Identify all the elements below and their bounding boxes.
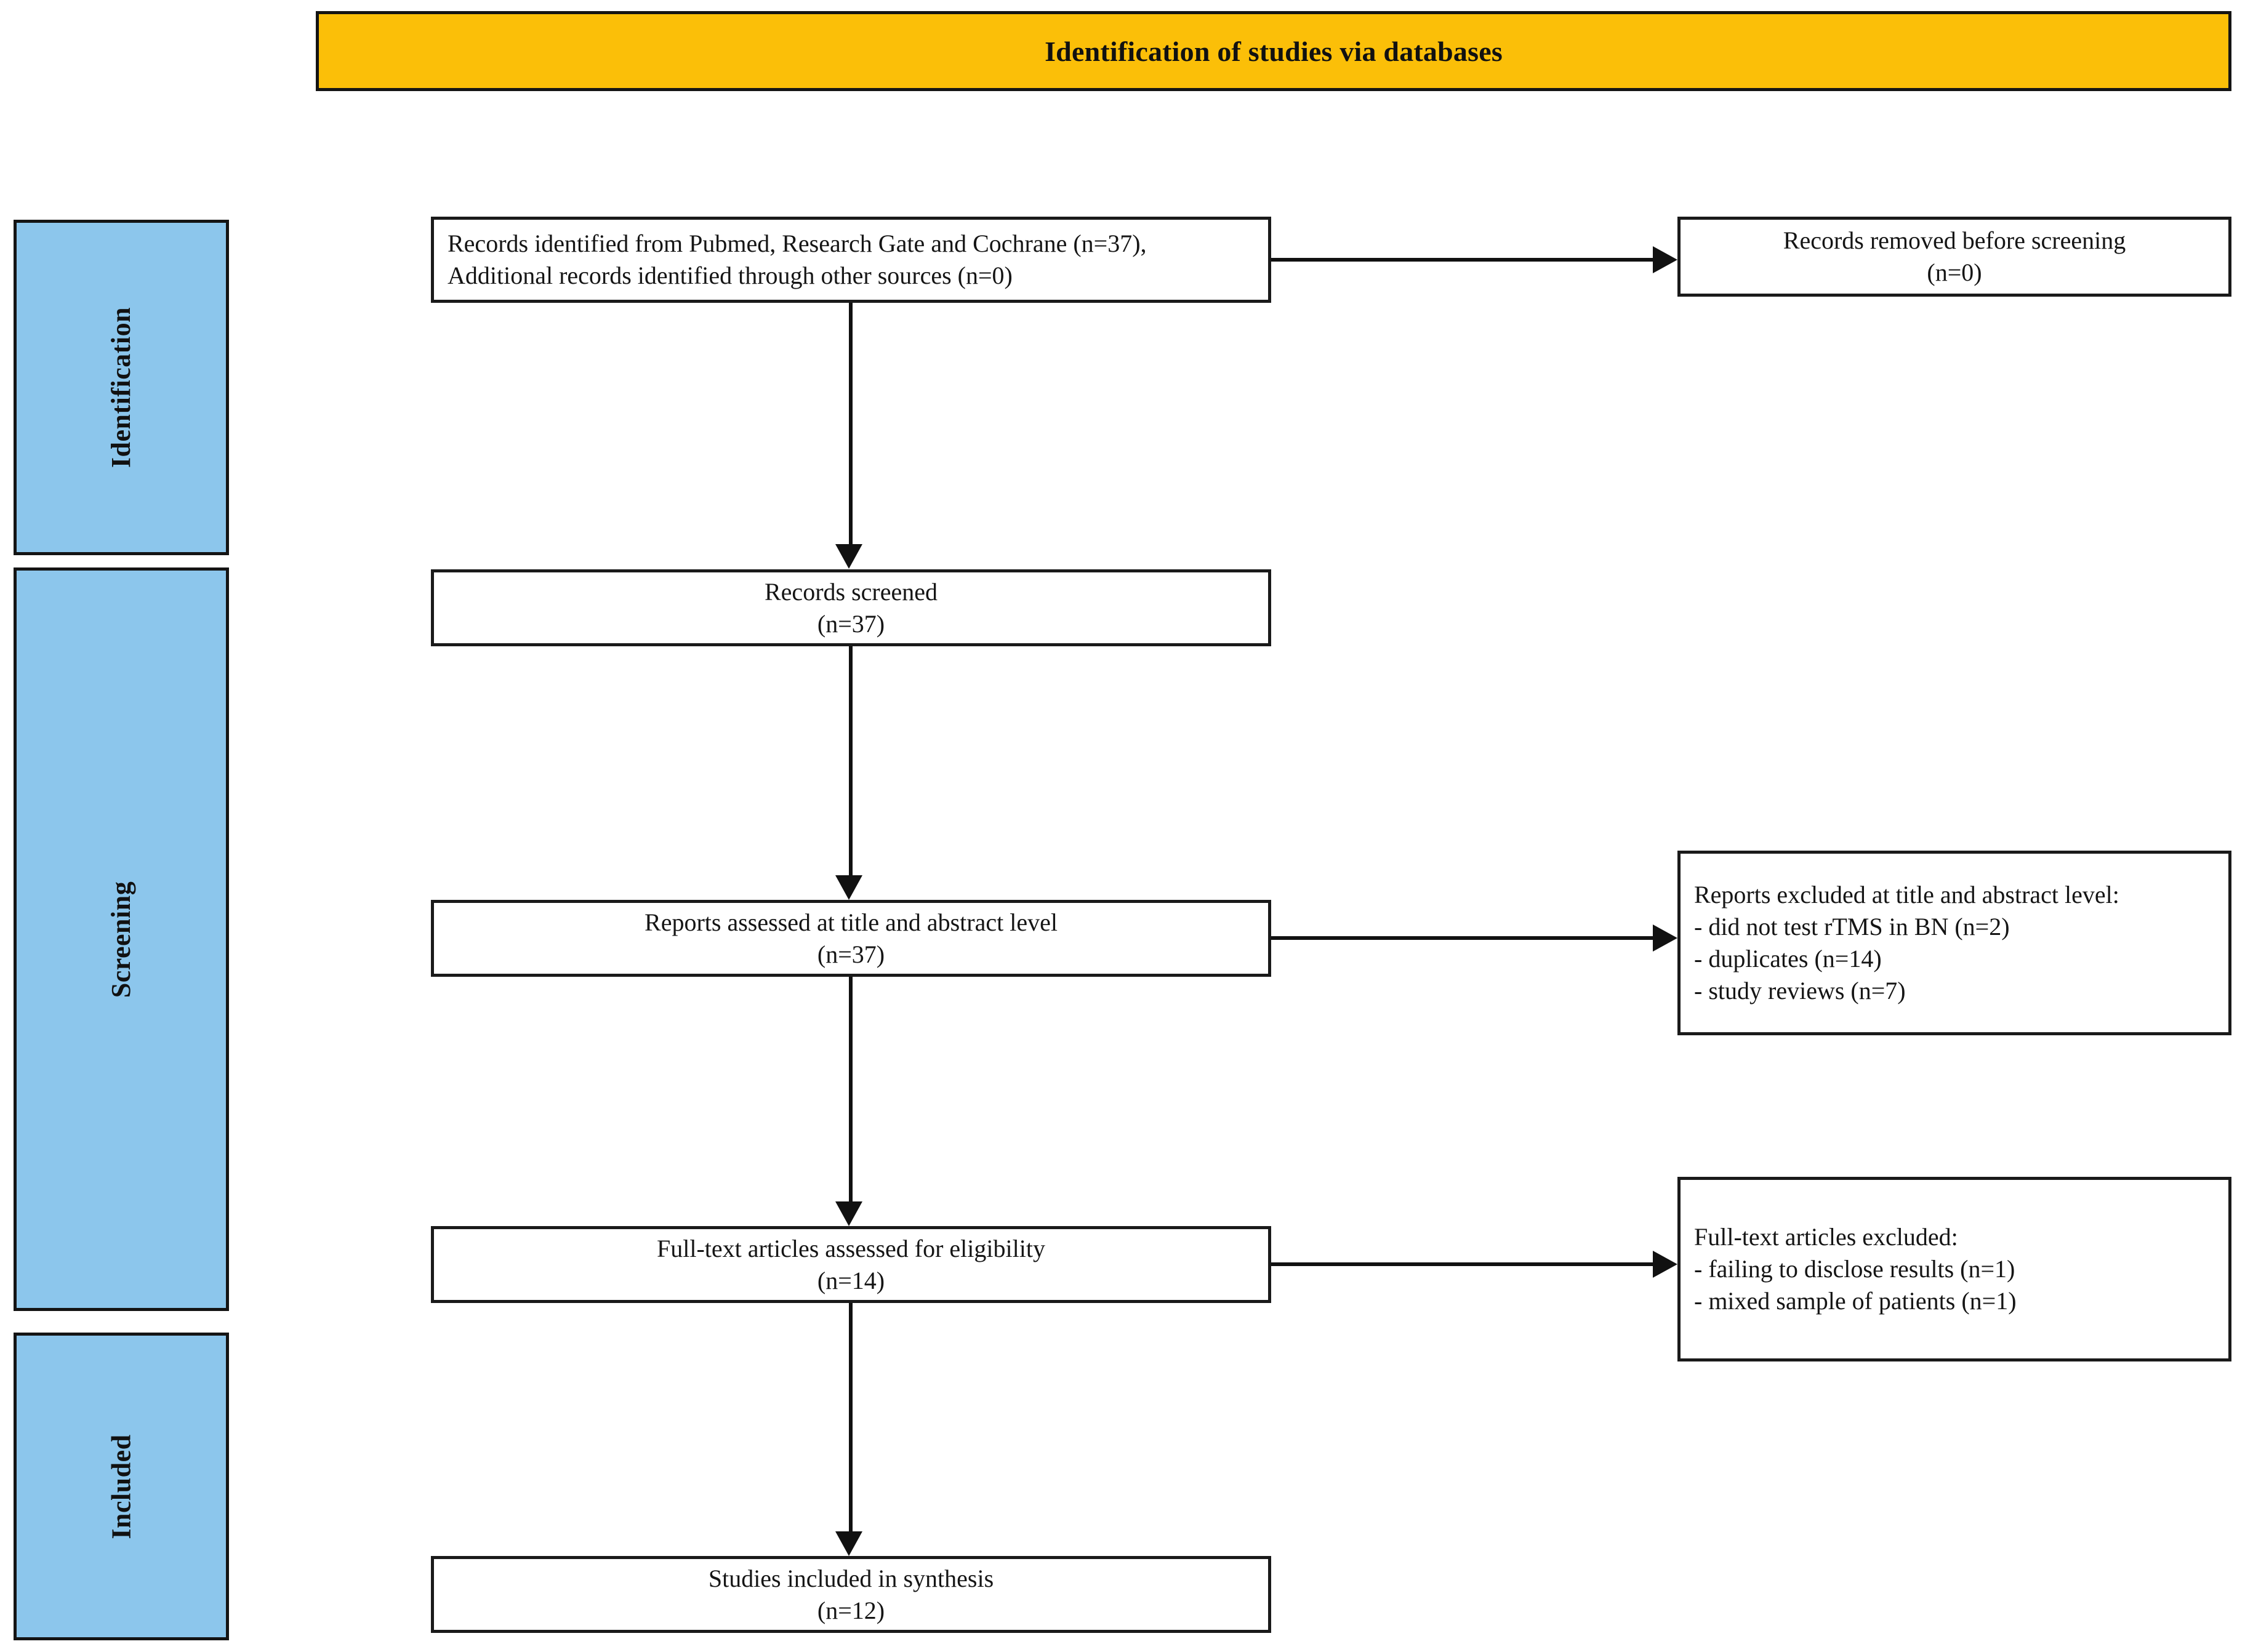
connector-fulltext-to-excluded [1271, 1262, 1653, 1266]
box-records-screened: Records screened (n=37) [431, 569, 1271, 646]
connector-identified-to-removed [1271, 258, 1653, 262]
arrowhead-screened-to-assessed [835, 875, 862, 900]
stage-included: Included [14, 1333, 229, 1640]
box-fulltext-excluded: Full-text articles excluded: - failing t… [1677, 1177, 2231, 1361]
box-records-identified-text: Records identified from Pubmed, Research… [448, 230, 1147, 289]
arrowhead-fulltext-to-included [835, 1531, 862, 1556]
box-records-removed: Records removed before screening (n=0) [1677, 217, 2231, 297]
box-fulltext-assessed: Full-text articles assessed for eligibil… [431, 1226, 1271, 1303]
arrowhead-identified-to-removed [1653, 246, 1677, 273]
connector-screened-to-assessed [849, 646, 853, 877]
box-records-removed-text: Records removed before screening (n=0) [1783, 227, 2126, 286]
stage-identification: Identification [14, 220, 229, 555]
box-excluded-title-abstract-text: Reports excluded at title and abstract l… [1694, 881, 2119, 1004]
arrowhead-assessed-to-fulltext [835, 1201, 862, 1226]
stage-label-identification: Identification [106, 307, 137, 468]
box-fulltext-assessed-text: Full-text articles assessed for eligibil… [657, 1234, 1045, 1294]
connector-fulltext-to-included [849, 1303, 853, 1533]
box-studies-included-text: Studies included in synthesis (n=12) [708, 1564, 994, 1624]
connector-identified-to-screened [849, 303, 853, 546]
box-reports-assessed: Reports assessed at title and abstract l… [431, 900, 1271, 977]
connector-assessed-to-fulltext [849, 977, 853, 1203]
stage-screening: Screening [14, 567, 229, 1311]
box-reports-assessed-text: Reports assessed at title and abstract l… [645, 908, 1058, 968]
connector-assessed-to-excluded [1271, 936, 1653, 940]
box-excluded-title-abstract: Reports excluded at title and abstract l… [1677, 851, 2231, 1035]
box-records-screened-text: Records screened (n=37) [765, 577, 938, 638]
arrowhead-fulltext-to-excluded [1653, 1251, 1677, 1278]
box-records-identified: Records identified from Pubmed, Research… [431, 217, 1271, 303]
arrowhead-identified-to-screened [835, 544, 862, 569]
stage-label-screening: Screening [106, 881, 137, 998]
box-fulltext-excluded-text: Full-text articles excluded: - failing t… [1694, 1223, 2017, 1315]
box-studies-included: Studies included in synthesis (n=12) [431, 1556, 1271, 1633]
header-banner: Identification of studies via databases [316, 11, 2231, 91]
header-title: Identification of studies via databases [1045, 35, 1503, 67]
arrowhead-assessed-to-excluded [1653, 924, 1677, 952]
stage-label-included: Included [106, 1433, 137, 1539]
